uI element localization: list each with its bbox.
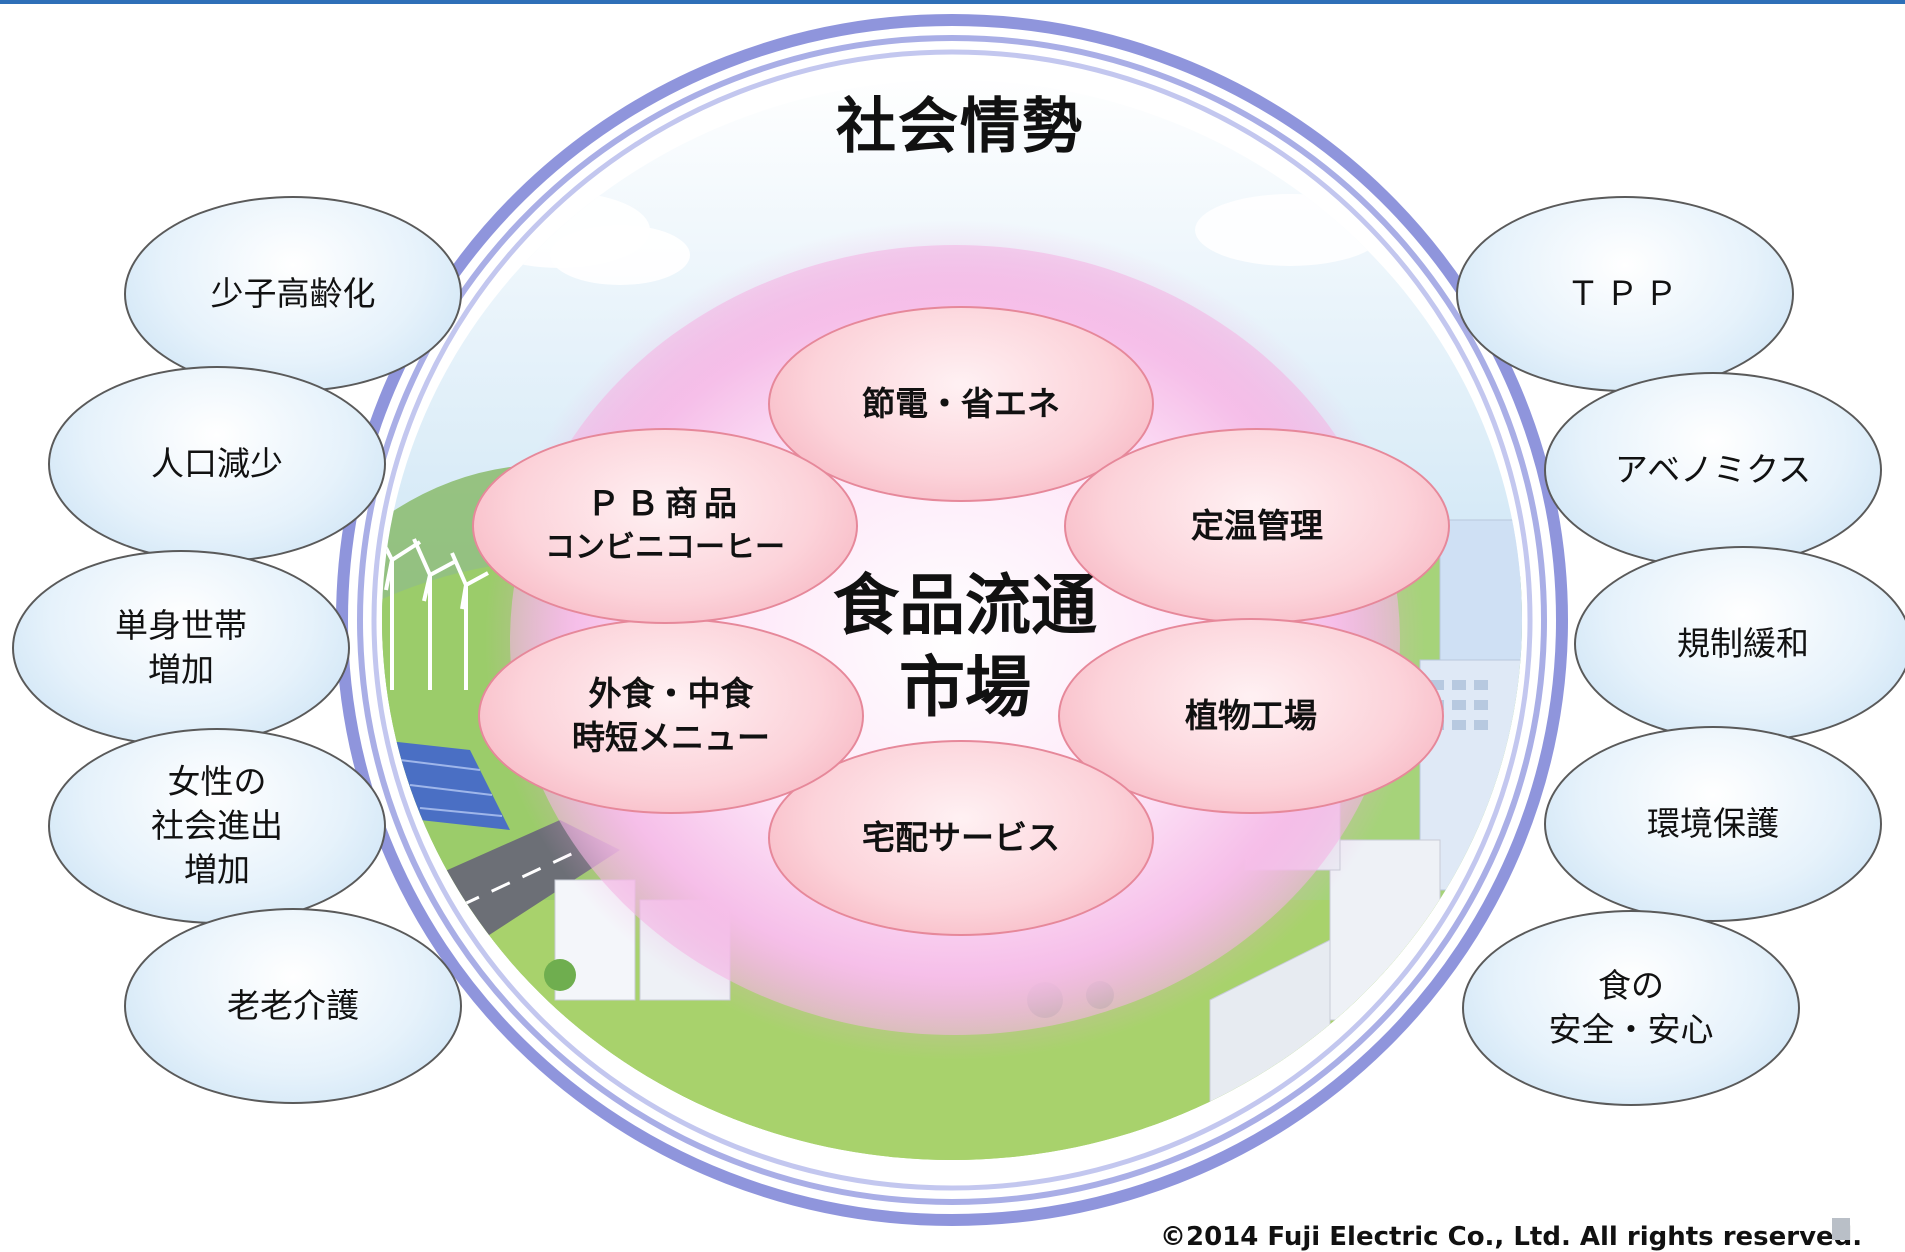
factor-label: 老老介護 [227,986,359,1025]
factor-label: 人口減少 [151,444,283,483]
factor-label: 環境保護 [1647,804,1779,843]
factor-single-households: 単身世帯 増加 [12,550,350,746]
factor-women-workforce: 女性の 社会進出 増加 [48,728,386,924]
factor-label: 単身世帯 [115,606,247,645]
factor-label: 食の [1598,966,1664,1005]
center-label-line2: 市場 [899,649,1031,726]
market-label: 宅配サービス [862,818,1060,857]
market-home-delivery: 宅配サービス [768,740,1154,936]
factor-label: 女性の [167,762,267,801]
factor-label: 規制緩和 [1677,624,1809,663]
page-title: 社会情勢 [836,92,1084,162]
factor-environment-protection: 環境保護 [1544,726,1882,922]
market-label: 時短メニュー [572,718,770,757]
market-energy-saving: 節電・省エネ [768,306,1154,502]
factor-deregulation: 規制緩和 [1574,546,1905,742]
market-temperature-control: 定温管理 [1064,428,1450,624]
factor-label: 社会進出 [151,806,283,845]
center-label: 食品流通 市場 [820,565,1110,729]
market-label: 定温管理 [1191,506,1323,545]
factor-tpp: ＴＰＰ [1456,196,1794,392]
market-label: 外食・中食 [588,674,754,713]
market-dining-ready-meals: 外食・中食 時短メニュー [478,618,864,814]
top-rule [0,0,1905,4]
copyright-notice: ©2014 Fuji Electric Co., Ltd. All rights… [1160,1222,1863,1252]
market-label: コンビニコーヒー [545,530,785,565]
market-label: 節電・省エネ [862,384,1060,423]
market-private-brand: ＰＢ商品 コンビニコーヒー [472,428,858,624]
center-label-line1: 食品流通 [833,567,1097,644]
factor-label: ＴＰＰ [1566,274,1684,313]
outer-ring-2 [357,35,1547,1205]
market-label: ＰＢ商品 [587,484,743,523]
factor-label: アベノミクス [1614,450,1812,489]
factor-label: 少子高齢化 [210,274,376,313]
market-label: 植物工場 [1185,696,1317,735]
factor-aging-society: 少子高齢化 [124,196,462,392]
factor-label: 増加 [148,650,214,689]
factor-elderly-caregiving: 老老介護 [124,908,462,1104]
page-corner-tab [1832,1218,1850,1240]
factor-population-decline: 人口減少 [48,366,386,562]
factor-abenomics: アベノミクス [1544,372,1882,568]
market-plant-factory: 植物工場 [1058,618,1444,814]
outer-ring-3 [371,49,1533,1191]
factor-label: 安全・安心 [1548,1010,1714,1049]
factor-food-safety: 食の 安全・安心 [1462,910,1800,1106]
factor-label: 増加 [184,850,250,889]
